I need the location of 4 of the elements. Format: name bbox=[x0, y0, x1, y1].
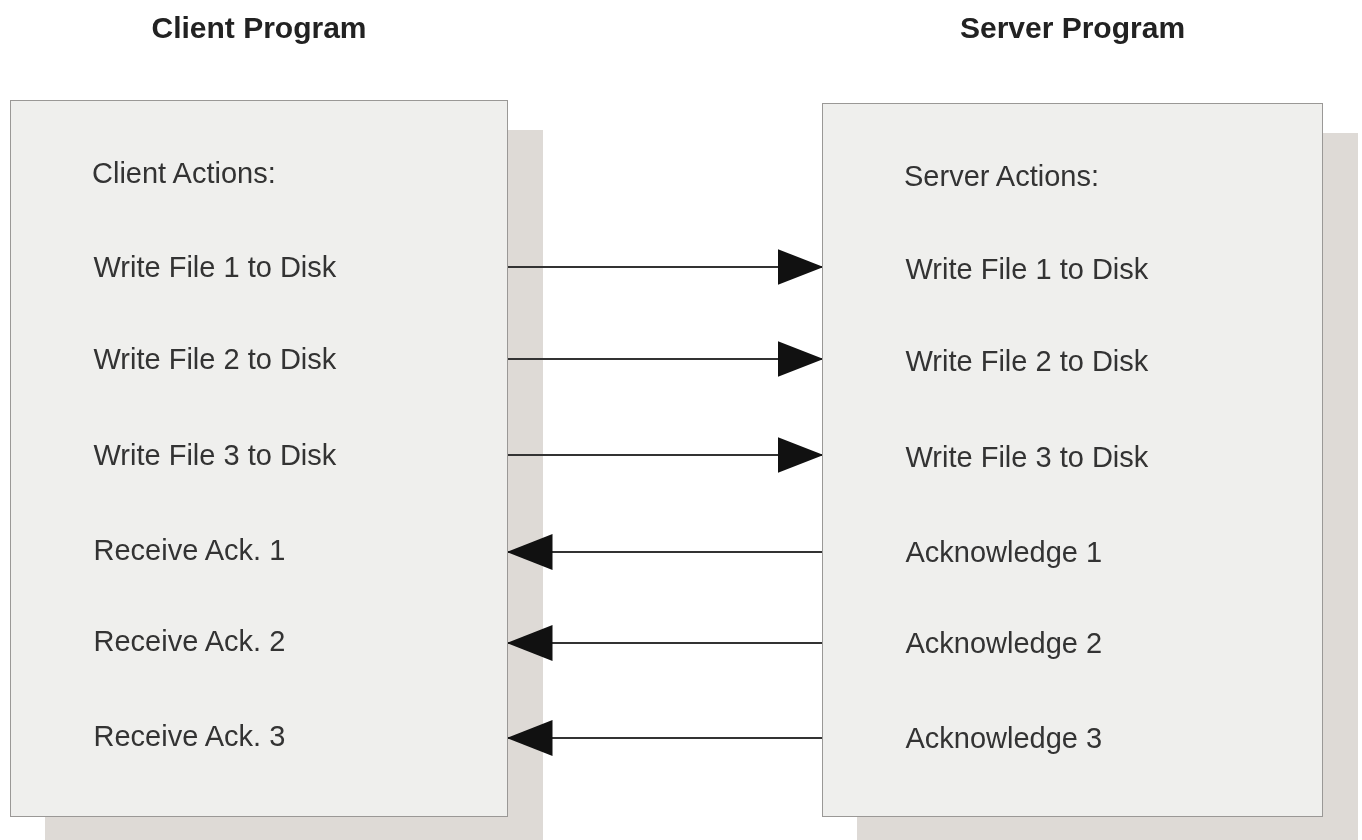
section-heading: Client Actions: bbox=[92, 156, 276, 191]
section-heading: Server Actions: bbox=[904, 159, 1100, 194]
panel-heading: Server Program bbox=[958, 10, 1187, 46]
panel-heading: Client Program bbox=[150, 10, 368, 46]
